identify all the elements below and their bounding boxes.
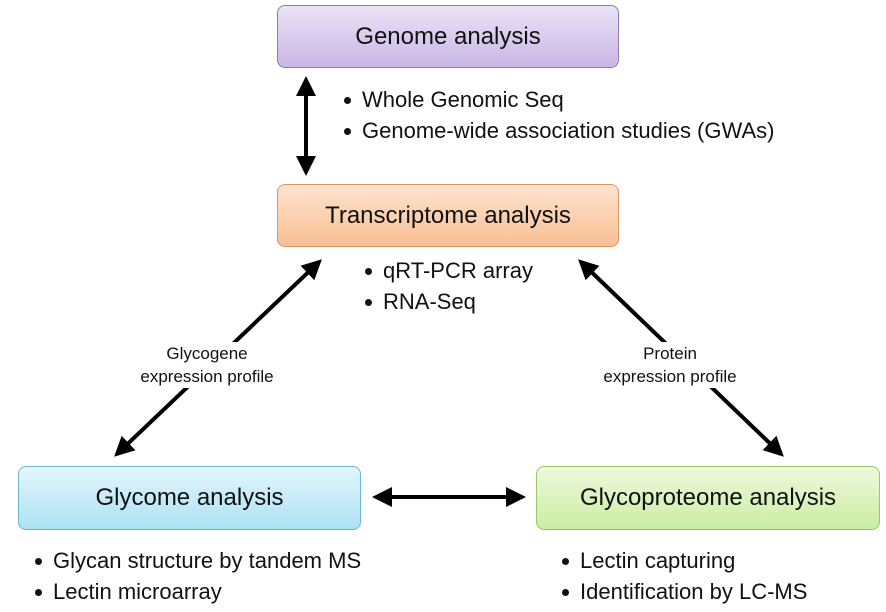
genome-analysis-node: Genome analysis	[277, 5, 619, 68]
transcriptome-bullet-list: qRT-PCR array RNA-Seq	[363, 255, 533, 317]
edge-label-line: Glycogene	[166, 344, 248, 363]
list-item: Lectin microarray	[33, 576, 361, 607]
edge-label-line: expression profile	[140, 367, 274, 386]
node-title: Transcriptome analysis	[325, 201, 571, 229]
list-item: RNA-Seq	[363, 286, 533, 317]
list-item: Identification by LC-MS	[560, 576, 807, 607]
node-title: Glycoproteome analysis	[579, 484, 837, 511]
glycogene-expression-label: Glycogene expression profile	[122, 342, 292, 388]
node-title: Genome analysis	[355, 22, 541, 50]
list-item: Whole Genomic Seq	[342, 84, 774, 115]
glycome-analysis-node: Glycome analysis	[18, 466, 361, 530]
glycome-bullet-list: Glycan structure by tandem MS Lectin mic…	[33, 545, 361, 607]
list-item: Lectin capturing	[560, 545, 807, 576]
protein-expression-label: Protein expression profile	[582, 342, 758, 388]
edge-label-line: expression profile	[603, 367, 737, 386]
list-item: Glycan structure by tandem MS	[33, 545, 361, 576]
list-item: Genome-wide association studies (GWAs)	[342, 115, 774, 146]
edge-label-line: Protein	[643, 344, 697, 363]
glycoproteome-analysis-node: Glycoproteome analysis	[536, 466, 880, 530]
glycoproteome-bullet-list: Lectin capturing Identification by LC-MS	[560, 545, 807, 607]
genome-bullet-list: Whole Genomic Seq Genome-wide associatio…	[342, 84, 774, 146]
transcriptome-analysis-node: Transcriptome analysis	[277, 184, 619, 247]
list-item: qRT-PCR array	[363, 255, 533, 286]
node-title: Glycome analysis	[95, 484, 284, 511]
